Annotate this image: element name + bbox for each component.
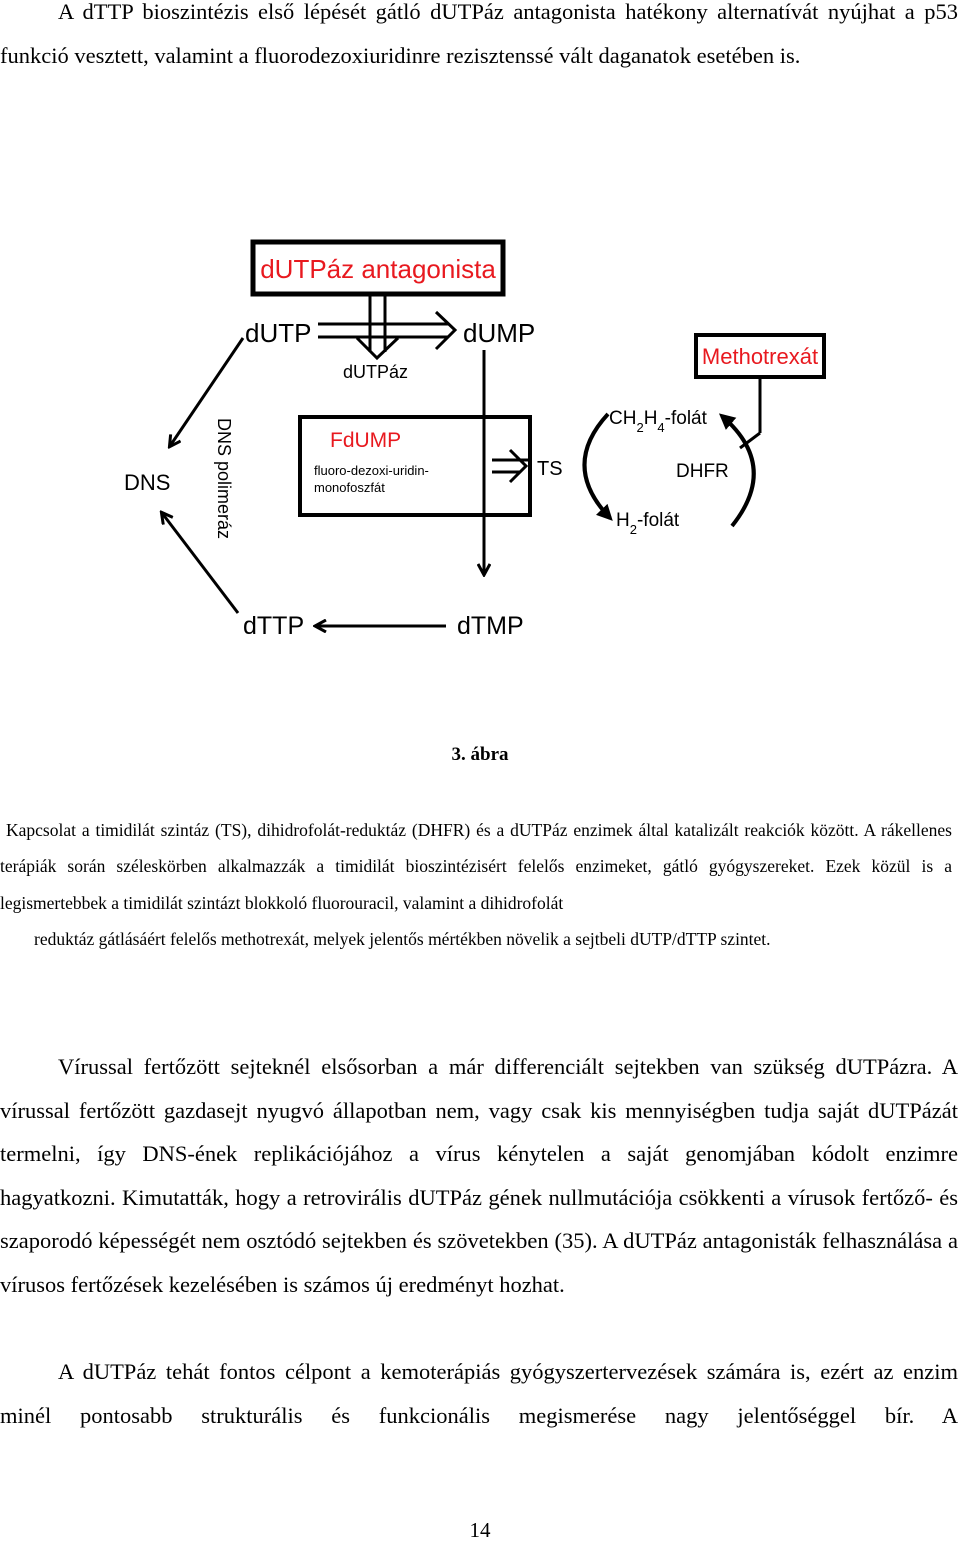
figure-caption: Kapcsolat a timidilát szintáz (TS), dihi… xyxy=(0,812,952,958)
dtmp-label: dTMP xyxy=(457,612,524,640)
antagonist-label: dUTPáz antagonista xyxy=(260,254,496,284)
page-number: 14 xyxy=(469,1518,491,1542)
ch2h4-folate-label: CH2H4-folát xyxy=(609,408,708,435)
antagonist-arrow xyxy=(355,296,400,361)
body-paragraph-2: A dUTPáz tehát fontos célpont a kemoterá… xyxy=(0,1359,958,1428)
dutp-to-dns-arrow xyxy=(170,337,245,446)
h2-folate-label: H2-folát xyxy=(616,510,680,537)
body-paragraph-1: Vírussal fertőzött sejteknél elsősorban … xyxy=(0,1054,958,1297)
dutpase-label: dUTPáz xyxy=(343,362,408,382)
dhfr-cycle-arc xyxy=(718,413,756,528)
dttp-to-dns-arrow xyxy=(162,513,240,614)
dhfr-label: DHFR xyxy=(676,461,729,482)
caption-text-continued: reduktáz gátlásáért felelős methotrexát,… xyxy=(34,929,771,950)
caption-text: Kapcsolat a timidilát szintáz (TS), dihi… xyxy=(0,820,952,913)
pathway-diagram: dUTPáz antagonista dUTP dUMP dUTPáz Meth… xyxy=(124,239,826,640)
dns-polymerase-label: DNS polimeráz xyxy=(214,418,234,539)
dutp-label: dUTP xyxy=(245,318,311,348)
fdump-box xyxy=(298,415,532,517)
fdump-to-ts-arrow xyxy=(492,448,532,484)
methotrexate-box xyxy=(694,333,826,379)
dump-label: dUMP xyxy=(463,318,535,348)
methotrexate-label: Methotrexát xyxy=(702,344,818,369)
ts-label: TS xyxy=(537,458,563,480)
ts-cycle-arc xyxy=(582,412,613,521)
fdump-name-line2: monofoszfát xyxy=(314,480,385,495)
dutpase-pathway-figure: dUTPáz antagonista dUTP dUMP dUTPáz Meth… xyxy=(100,228,860,658)
fdump-label: FdUMP xyxy=(330,429,401,452)
dttp-label: dTTP xyxy=(243,612,304,640)
dutp-to-dump-arrow xyxy=(318,310,458,351)
dns-label: DNS xyxy=(124,470,170,495)
antagonist-box xyxy=(250,239,506,297)
fdump-name-line1: fluoro-dezoxi-uridin- xyxy=(314,463,429,478)
intro-paragraph: A dTTP bioszintézis első lépését gátló d… xyxy=(0,0,958,68)
figure-caption-title: 3. ábra xyxy=(451,744,509,765)
